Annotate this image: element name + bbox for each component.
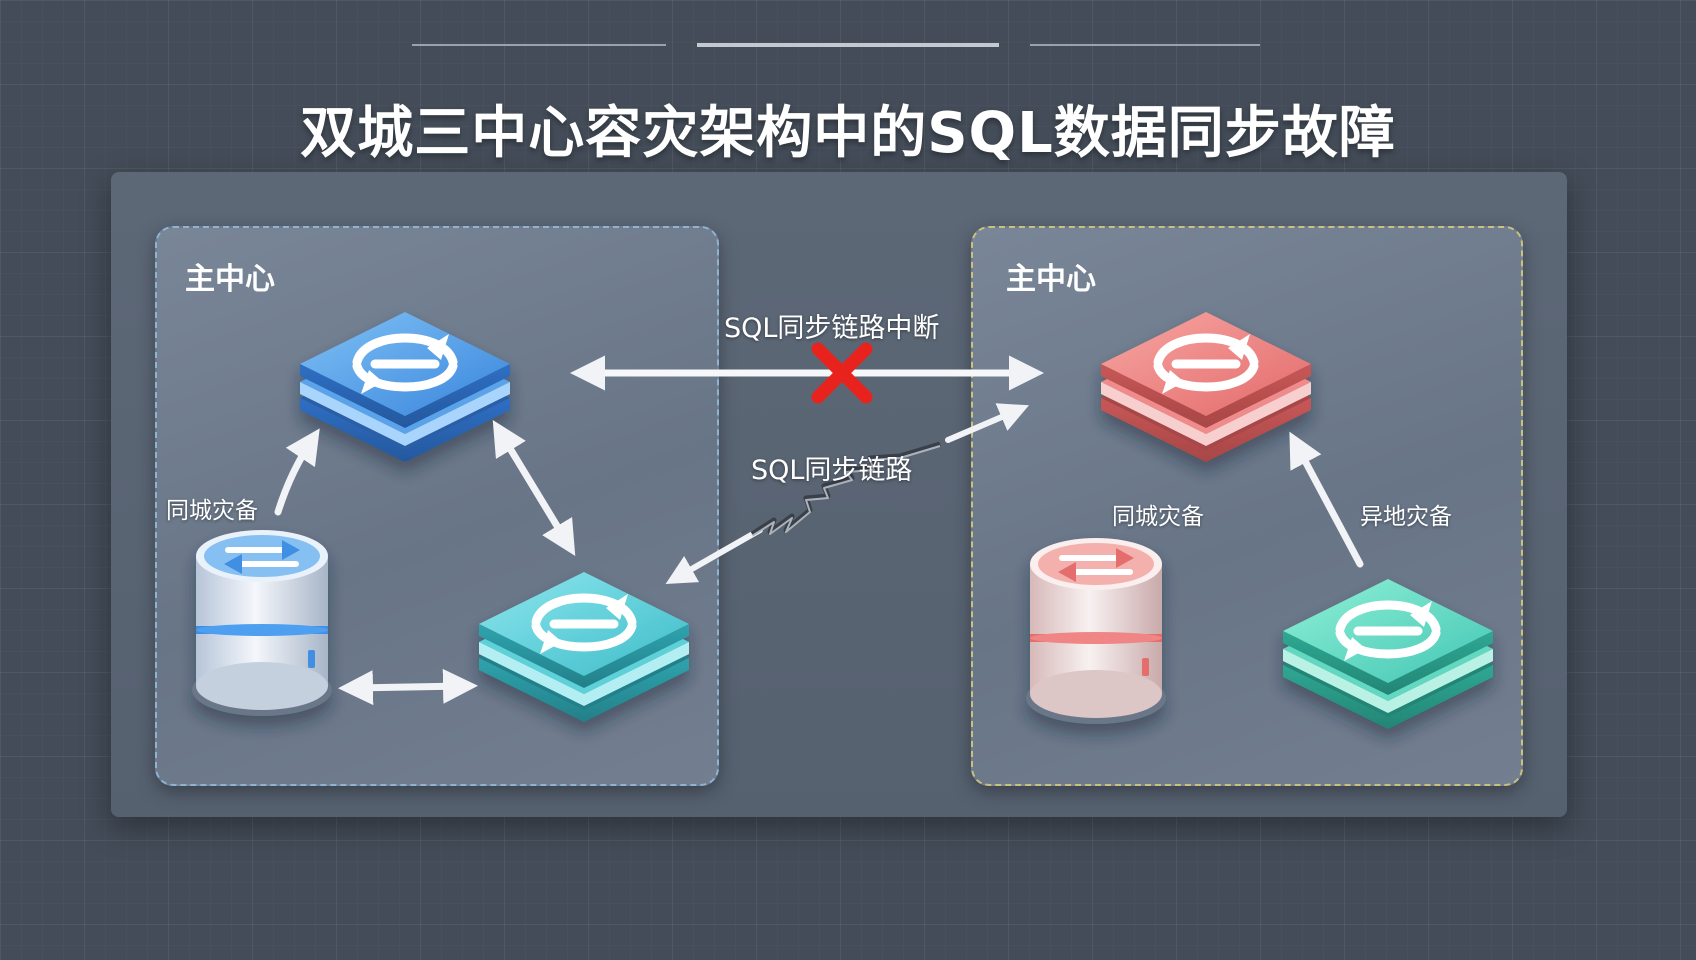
left-same-city-label: 同城灾备 bbox=[166, 498, 258, 524]
cracked-sync-link-arrow bbox=[665, 527, 763, 584]
left-database-icon bbox=[192, 530, 332, 716]
crack-fracture-highlight bbox=[751, 445, 941, 537]
top-divider-left bbox=[412, 44, 666, 46]
broken-link-label: SQL同步链路中断 bbox=[724, 313, 940, 344]
right-main-sync-icon bbox=[1101, 312, 1311, 462]
right-remote-label: 异地灾备 bbox=[1360, 504, 1452, 530]
page-title: 双城三中心容灾架构中的SQL数据同步故障 bbox=[300, 101, 1396, 166]
left-backup-sync-icon bbox=[479, 572, 689, 722]
right-backup-sync-icon bbox=[1283, 579, 1493, 729]
top-divider-center bbox=[697, 43, 999, 47]
cracked-sync-link-upper bbox=[945, 403, 1030, 443]
failure-x-icon bbox=[811, 342, 873, 404]
right-database-icon bbox=[1026, 538, 1166, 724]
right-backup-to-main-arrow bbox=[1289, 431, 1364, 568]
left-main-backup-arrow bbox=[492, 420, 576, 556]
top-divider-right bbox=[1030, 44, 1260, 46]
left-db-backup-arrow bbox=[338, 668, 478, 706]
left-db-to-main-arrow bbox=[274, 428, 320, 516]
left-main-sync-icon bbox=[300, 312, 510, 462]
left-zone-label: 主中心 bbox=[185, 262, 275, 297]
cracked-link-label: SQL同步链路 bbox=[751, 455, 913, 486]
right-same-city-label: 同城灾备 bbox=[1112, 504, 1204, 530]
right-zone-label: 主中心 bbox=[1006, 262, 1096, 297]
